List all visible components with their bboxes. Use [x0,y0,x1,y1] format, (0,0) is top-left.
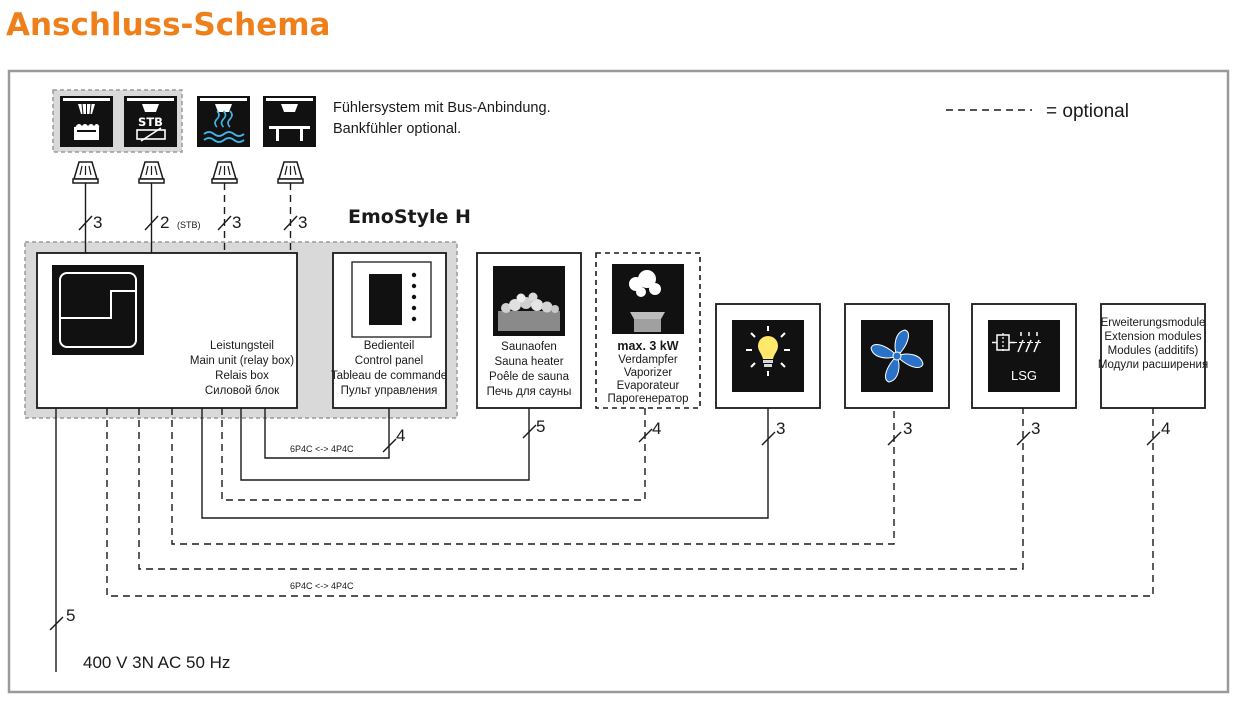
sensor-connector-icon-2 [138,161,165,184]
diagram-frame [7,69,1230,694]
control-panel-label-en: Control panel [355,355,423,367]
legend-text: = optional [1046,101,1129,122]
sensor-connector-icon-1 [72,161,99,184]
main-unit-label-ru: Силовой блок [205,385,280,397]
extension-wire-count: 4 [1161,419,1170,438]
lsg-relay-icon: LSG [988,320,1060,392]
vaporizer-wire-tick [638,428,653,443]
extension-modules-box [1100,303,1206,409]
control-panel-icon [351,261,432,338]
sensor-note-line1: Fühlersystem mit Bus-Anbindung. [333,100,551,116]
fan-wire-tick [887,431,902,446]
lsg-wire [138,408,1024,570]
vaporizer-label-ru: Парогенератор [607,393,688,405]
extension-label-ru: Модули расширения [1098,359,1208,371]
light-wire-tick [761,431,776,446]
sauna-heater-label-en: Sauna heater [494,356,563,368]
sauna-heater-label: Saunaofen Sauna heater Poêle de sauna Пе… [487,341,572,398]
vaporizer-label-en: Vaporizer [624,367,673,379]
main-unit-label: Leistungsteil Main unit (relay box) Rela… [190,340,294,397]
sauna-heater-wire [240,408,530,481]
extension-label-fr: Modules (additifs) [1108,345,1199,357]
vaporizer-wire-count: 4 [652,419,661,438]
legend: = optional [946,101,1129,122]
sauna-heater-icon [493,266,565,336]
fan-wire [171,408,895,545]
sensor-wire-count-3: 3 [232,213,241,232]
sensor-wire-count-2: 2 [160,213,169,232]
control-panel-label-ru: Пульт управления [341,385,438,397]
sensor-wire-tick-1 [78,215,93,231]
control-panel-label-de: Bedienteil [364,340,415,352]
control-panel-wire-count: 4 [396,426,405,445]
bench-temperature-sensor-icon [263,96,316,147]
light-wire-count: 3 [776,419,785,438]
control-panel-wire [264,408,390,459]
control-panel-cable-label: 6P4C <-> 4P4C [290,444,354,454]
vaporizer-icon [612,264,684,334]
lsg-wire-tick [1016,431,1031,446]
power-supply-wire-count: 5 [66,606,75,625]
bench-sensor-icon [60,96,113,147]
sauna-heater-wire-tick [522,424,537,439]
control-panel-wire-tick [382,438,397,453]
extension-label-en: Extension modules [1104,331,1201,343]
vaporizer-wire [221,408,646,501]
power-supply-wire-tick [49,616,64,631]
control-panel-label: Bedienteil Control panel Tableau de comm… [331,340,447,397]
sensor-wire-extra-2: (STB) [177,220,201,230]
main-unit-icon [52,265,144,355]
extension-wire [106,408,1154,597]
main-unit-label-fr: Relais box [215,370,269,382]
humidity-sensor-icon [197,96,250,147]
sensor-wire-tick-4 [283,215,298,231]
sensor-wire-tick-3 [217,215,232,231]
sensor-wire-tick-2 [144,215,159,231]
power-supply-label: 400 V 3N AC 50 Hz [83,653,230,672]
vaporizer-label: Verdampfer Vaporizer Evaporateur Пароген… [607,354,688,405]
extension-modules-label: Erweiterungsmodule Extension modules Mod… [1098,317,1208,371]
sauna-heater-label-ru: Печь для сауны [487,386,572,398]
sensor-connector-icon-3 [211,161,238,184]
controller-name: EmoStyle H [348,206,471,228]
fan-wire-count: 3 [903,419,912,438]
sensor-wire-count-1: 3 [93,213,102,232]
extension-label-de: Erweiterungsmodule [1101,317,1206,329]
stb-sensor-icon: STB [124,96,177,147]
light-wire [201,408,769,519]
main-unit-label-en: Main unit (relay box) [190,355,294,367]
fan-icon [861,320,933,392]
sauna-heater-label-de: Saunaofen [501,341,557,353]
page-title: Anschluss-Schema [6,7,330,43]
sauna-heater-wire-count: 5 [536,417,545,436]
extension-cable-label: 6P4C <-> 4P4C [290,581,354,591]
light-bulb-icon [732,320,804,392]
sensor-note-line2: Bankfühler optional. [333,121,461,137]
sensor-connector-icon-4 [277,161,304,184]
extension-wire-tick [1146,431,1161,446]
vaporizer-max-power: max. 3 kW [617,339,678,353]
main-unit-label-de: Leistungsteil [210,340,274,352]
vaporizer-label-fr: Evaporateur [617,380,680,392]
control-panel-label-fr: Tableau de commande [331,370,447,382]
vaporizer-label-de: Verdampfer [618,354,678,366]
sensor-wire-count-4: 3 [298,213,307,232]
stb-label: STB [138,115,163,129]
sauna-heater-label-fr: Poêle de sauna [489,371,570,383]
lsg-label: LSG [1011,368,1037,383]
lsg-wire-count: 3 [1031,419,1040,438]
